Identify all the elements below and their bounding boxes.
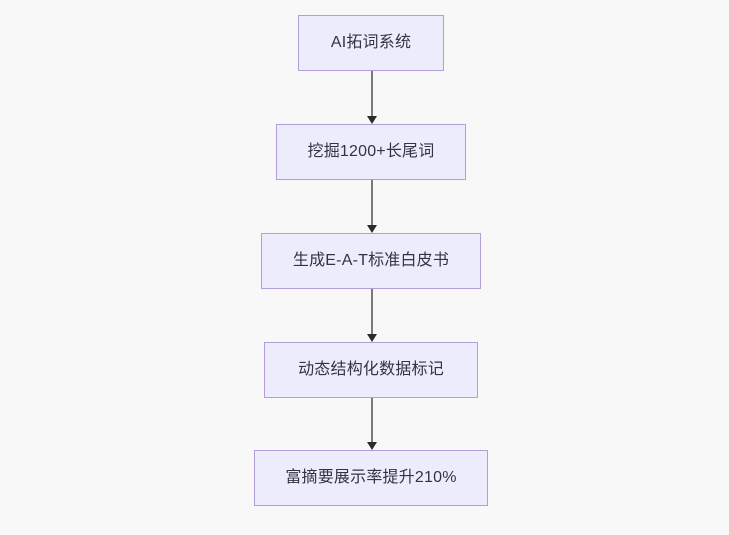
flow-node-generate-eat-whitepaper[interactable]: 生成E-A-T标准白皮书 — [261, 233, 481, 289]
edge-line — [371, 71, 373, 117]
edge-line — [371, 398, 373, 443]
arrowhead-icon — [367, 334, 377, 342]
flow-node-label: 挖掘1200+长尾词 — [307, 143, 435, 160]
flow-node-label: 富摘要展示率提升210% — [285, 469, 457, 486]
flow-node-dynamic-structured-data-markup[interactable]: 动态结构化数据标记 — [264, 342, 478, 398]
flow-node-label: AI拓词系统 — [330, 34, 412, 51]
edge-n1-n2 — [367, 71, 377, 124]
edge-n3-n4 — [367, 289, 377, 342]
arrowhead-icon — [367, 225, 377, 233]
edge-line — [371, 289, 373, 335]
edge-line — [371, 180, 373, 226]
flow-node-label: 动态结构化数据标记 — [298, 361, 444, 378]
flow-node-label: 生成E-A-T标准白皮书 — [292, 252, 450, 269]
arrowhead-icon — [367, 116, 377, 124]
flow-node-ai-keyword-system[interactable]: AI拓词系统 — [298, 15, 444, 71]
edge-n2-n3 — [367, 180, 377, 233]
flow-node-rich-snippet-rate-increase[interactable]: 富摘要展示率提升210% — [254, 450, 488, 506]
edge-n4-n5 — [367, 398, 377, 450]
arrowhead-icon — [367, 442, 377, 450]
flow-node-mine-longtail-keywords[interactable]: 挖掘1200+长尾词 — [276, 124, 466, 180]
